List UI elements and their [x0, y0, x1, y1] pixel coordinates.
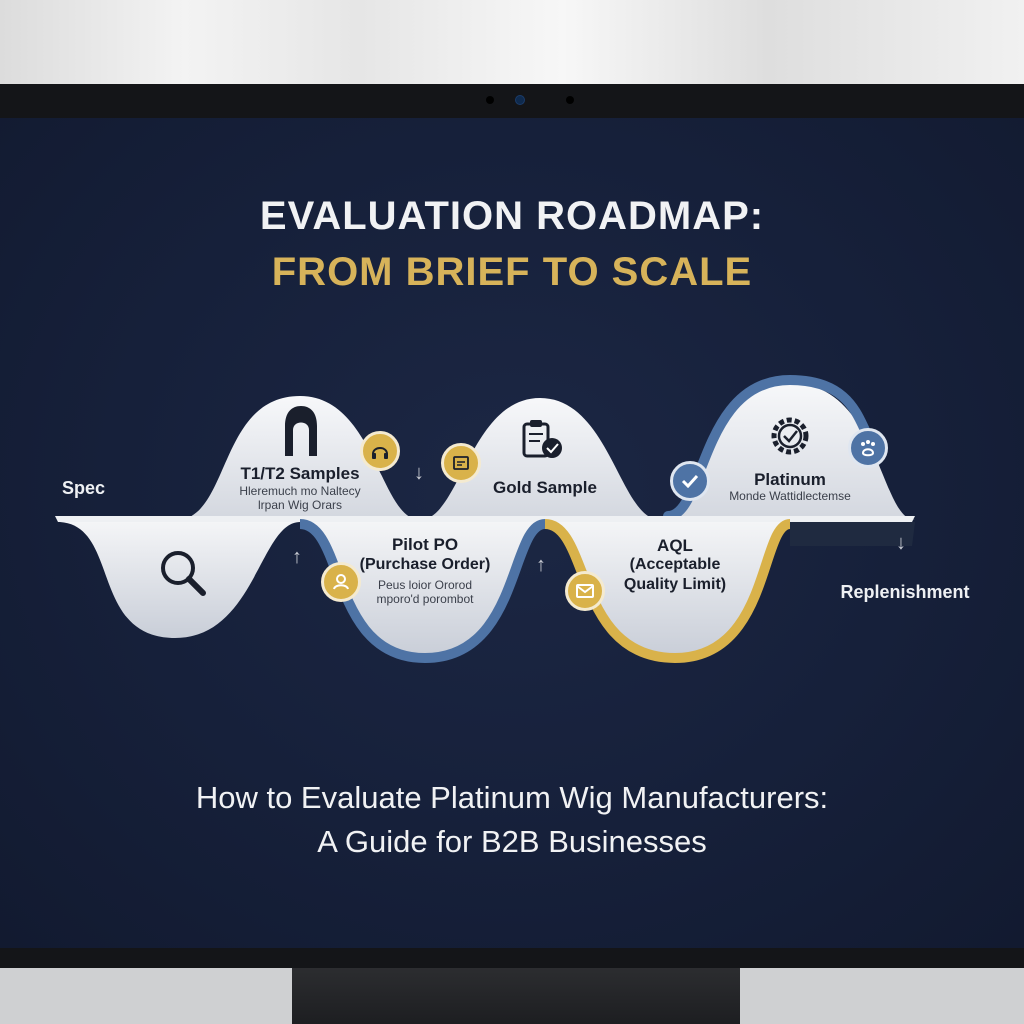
- gold-ribbon-lower: [544, 519, 792, 664]
- desk-right: [740, 968, 1024, 1024]
- monitor-screen: EVALUATION ROADMAP: FROM BRIEF TO SCALE: [0, 118, 1024, 948]
- central-band: [55, 516, 915, 522]
- arrow-up-icon: ↑: [292, 546, 302, 568]
- central-band-edge: [790, 522, 915, 546]
- stage-aql-label: AQL: [657, 536, 693, 555]
- webcam-icon: [516, 96, 524, 104]
- stage-spec-label: Spec: [62, 478, 106, 498]
- stage-platinum-line1: Monde Wattidlectemse: [729, 489, 851, 503]
- arrow-down-icon: ↓: [896, 532, 906, 554]
- stage-gold-sample-label: Gold Sample: [493, 478, 597, 497]
- gear-check-icon: [771, 417, 809, 455]
- mail-icon: [565, 571, 605, 611]
- stage-aql-label-3: Quality Limit): [623, 576, 727, 593]
- clipboard-check-icon: [522, 420, 562, 458]
- stage-samples-label: T1/T2 Samples: [240, 464, 360, 483]
- blue-ribbon-lower: [299, 519, 547, 664]
- desk-left: [0, 968, 292, 1024]
- lobe-samples: [180, 396, 420, 520]
- stage-pilot-line2: mporo'd porombot: [376, 592, 474, 606]
- bezel-sensor-right: [566, 96, 574, 104]
- stage-samples-line1: Hleremuch mo Naltecy: [239, 484, 361, 498]
- box-icon: [441, 443, 481, 483]
- stage-replenishment-label: Replenishment: [840, 582, 970, 602]
- stage-samples-line2: lrpan Wig Orars: [257, 498, 343, 512]
- headphones-icon: [360, 431, 400, 471]
- lobe-spec: [60, 522, 300, 638]
- monitor-stand: [292, 968, 740, 1024]
- stage-aql-label-2: (Acceptable: [629, 556, 721, 573]
- guide-title-line2: A Guide for B2B Businesses: [317, 824, 707, 859]
- page-title: EVALUATION ROADMAP:: [259, 194, 765, 238]
- magnifier-icon: [161, 551, 206, 596]
- guide-title-line1: How to Evaluate Platinum Wig Manufacture…: [195, 780, 829, 815]
- bezel-sensor-left: [486, 96, 494, 104]
- check-icon: [670, 461, 710, 501]
- arrow-down-icon: ↓: [414, 462, 424, 484]
- stage-pilot-label-2: (Purchase Order): [359, 556, 491, 573]
- paw-icon: [848, 428, 888, 468]
- page-subtitle-gold: FROM BRIEF TO SCALE: [271, 250, 753, 294]
- stage-platinum-label: Platinum: [754, 470, 826, 489]
- background-wall: [0, 0, 1024, 90]
- wig-icon: [285, 406, 317, 456]
- lobe-gold-sample: [420, 398, 660, 520]
- person-icon: [321, 562, 361, 602]
- stage-pilot-line1: Peus loior Ororod: [377, 578, 473, 592]
- lobe-aql: [545, 522, 790, 656]
- stage-pilot-label: Pilot PO: [391, 535, 459, 554]
- arrow-up-icon: ↑: [536, 554, 546, 576]
